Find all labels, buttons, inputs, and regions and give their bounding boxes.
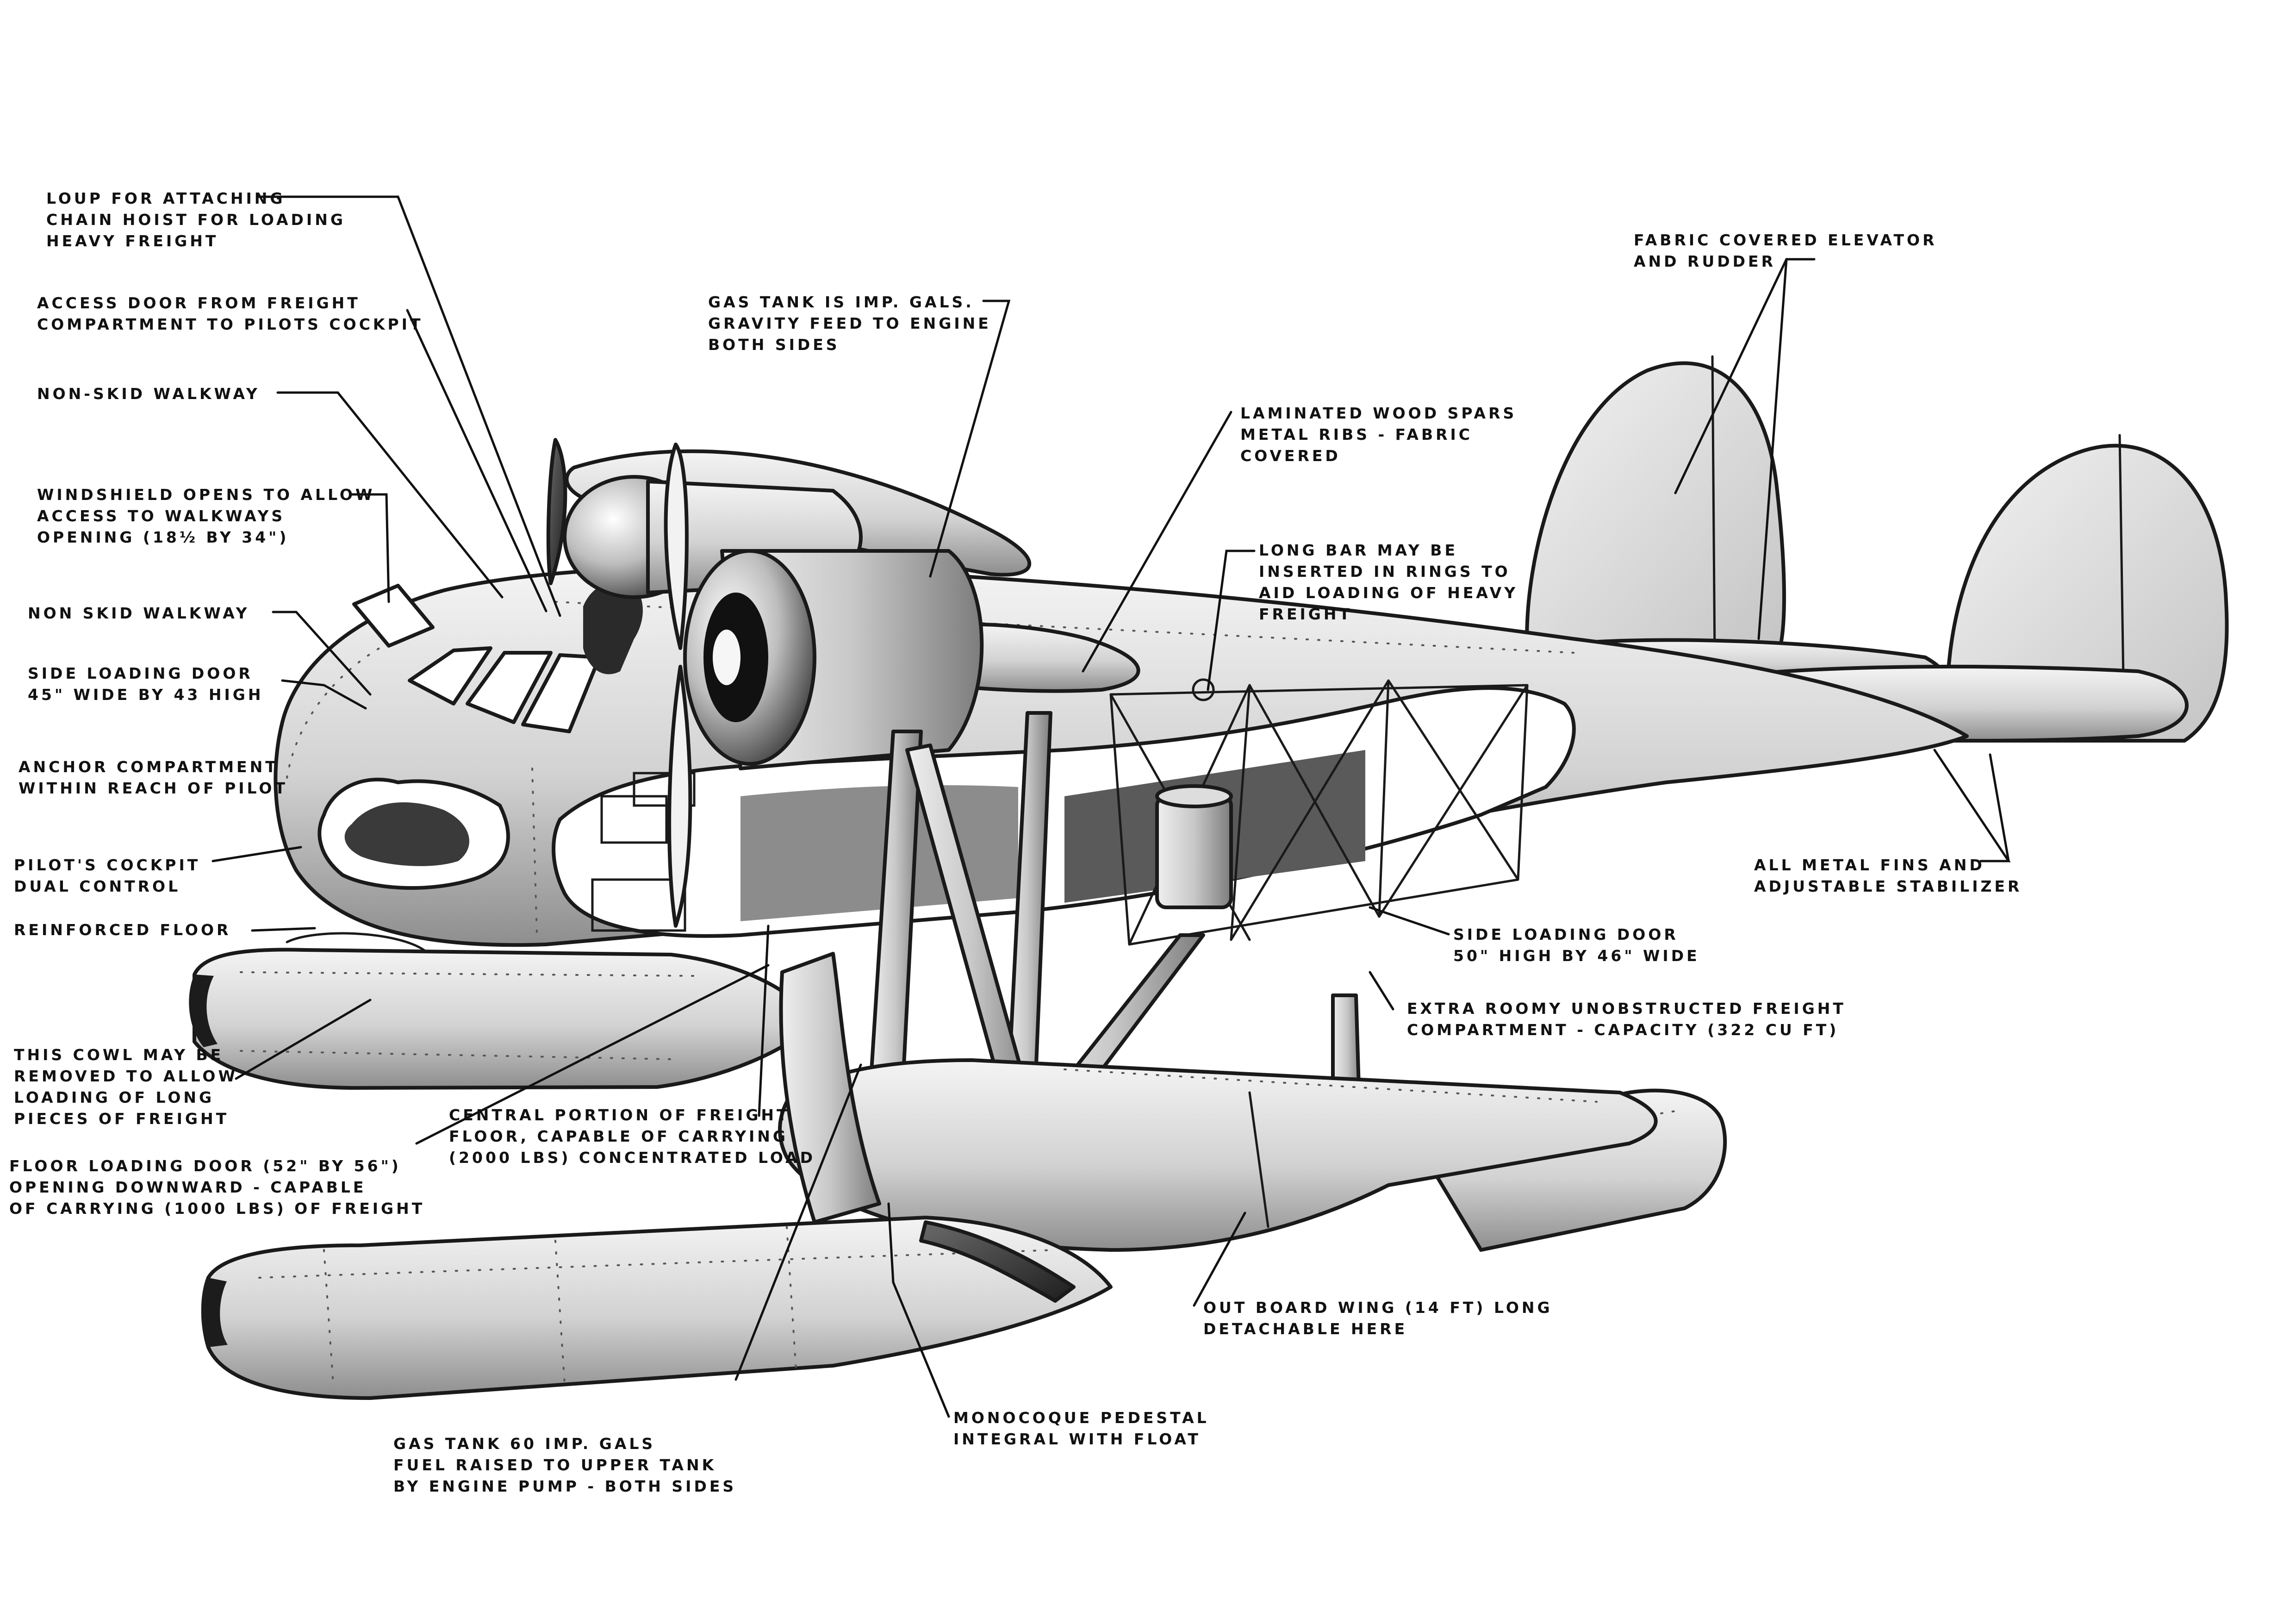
far-float (189, 932, 816, 1090)
callout-fabric-elevator: FABRIC COVERED ELEVATOR AND RUDDER (1634, 231, 1945, 270)
leader-lines (212, 195, 2011, 1418)
callout-floor-door: FLOOR LOADING DOOR (52" BY 56") OPENING … (9, 1157, 425, 1218)
callout-outboard-wing: OUT BOARD WING (14 FT) LONG DETACHABLE H… (1203, 1299, 1561, 1338)
callout-non-skid-walkway-top: NON-SKID WALKWAY (37, 385, 260, 403)
callout-side-door-rear: SIDE LOADING DOOR 50" HIGH BY 46" WIDE (1453, 925, 1700, 965)
callout-central-floor: CENTRAL PORTION OF FREIGHT FLOOR, CAPABL… (449, 1106, 815, 1167)
near-float (201, 952, 1113, 1400)
near-engine (664, 443, 984, 928)
callout-spars: LAMINATED WOOD SPARS METAL RIBS - FABRIC… (1240, 404, 1525, 465)
seaplane-illustration (189, 355, 2229, 1400)
callout-monocoque: MONOCOQUE PEDESTAL INTEGRAL WITH FLOAT (953, 1409, 1217, 1448)
callout-metal-fins: ALL METAL FINS AND ADJUSTABLE STABILIZER (1754, 856, 2022, 895)
callout-gas-tank-upper: GAS TANK IS IMP. GALS. GRAVITY FEED TO E… (708, 293, 999, 354)
callout-cowl: THIS COWL MAY BE REMOVED TO ALLOW LOADIN… (14, 1046, 246, 1128)
callout-anchor: ANCHOR COMPARTMENT WITHIN REACH OF PILOT (19, 758, 288, 797)
callout-access-door: ACCESS DOOR FROM FREIGHT COMPARTMENT TO … (37, 294, 423, 333)
callout-gas-tank-lower: GAS TANK 60 IMP. GALS FUEL RAISED TO UPP… (393, 1435, 736, 1495)
callout-pilot-cockpit: PILOT'S COCKPIT DUAL CONTROL (14, 856, 209, 895)
callout-reinforced-floor: REINFORCED FLOOR (14, 921, 231, 939)
callout-long-bar: LONG BAR MAY BE INSERTED IN RINGS TO AID… (1259, 541, 1526, 623)
callout-loop: LOUP FOR ATTACHING CHAIN HOIST FOR LOADI… (46, 189, 354, 250)
callout-freight-compartment: EXTRA ROOMY UNOBSTRUCTED FREIGHT COMPART… (1407, 999, 1854, 1039)
callout-labels: LOUP FOR ATTACHING CHAIN HOIST FOR LOADI… (9, 189, 2022, 1495)
callout-side-door-front: SIDE LOADING DOOR 45" WIDE BY 43 HIGH (28, 664, 263, 704)
callout-non-skid-walkway: NON SKID WALKWAY (28, 604, 250, 622)
callout-windshield: WINDSHIELD OPENS TO ALLOW ACCESS TO WALK… (37, 486, 383, 546)
